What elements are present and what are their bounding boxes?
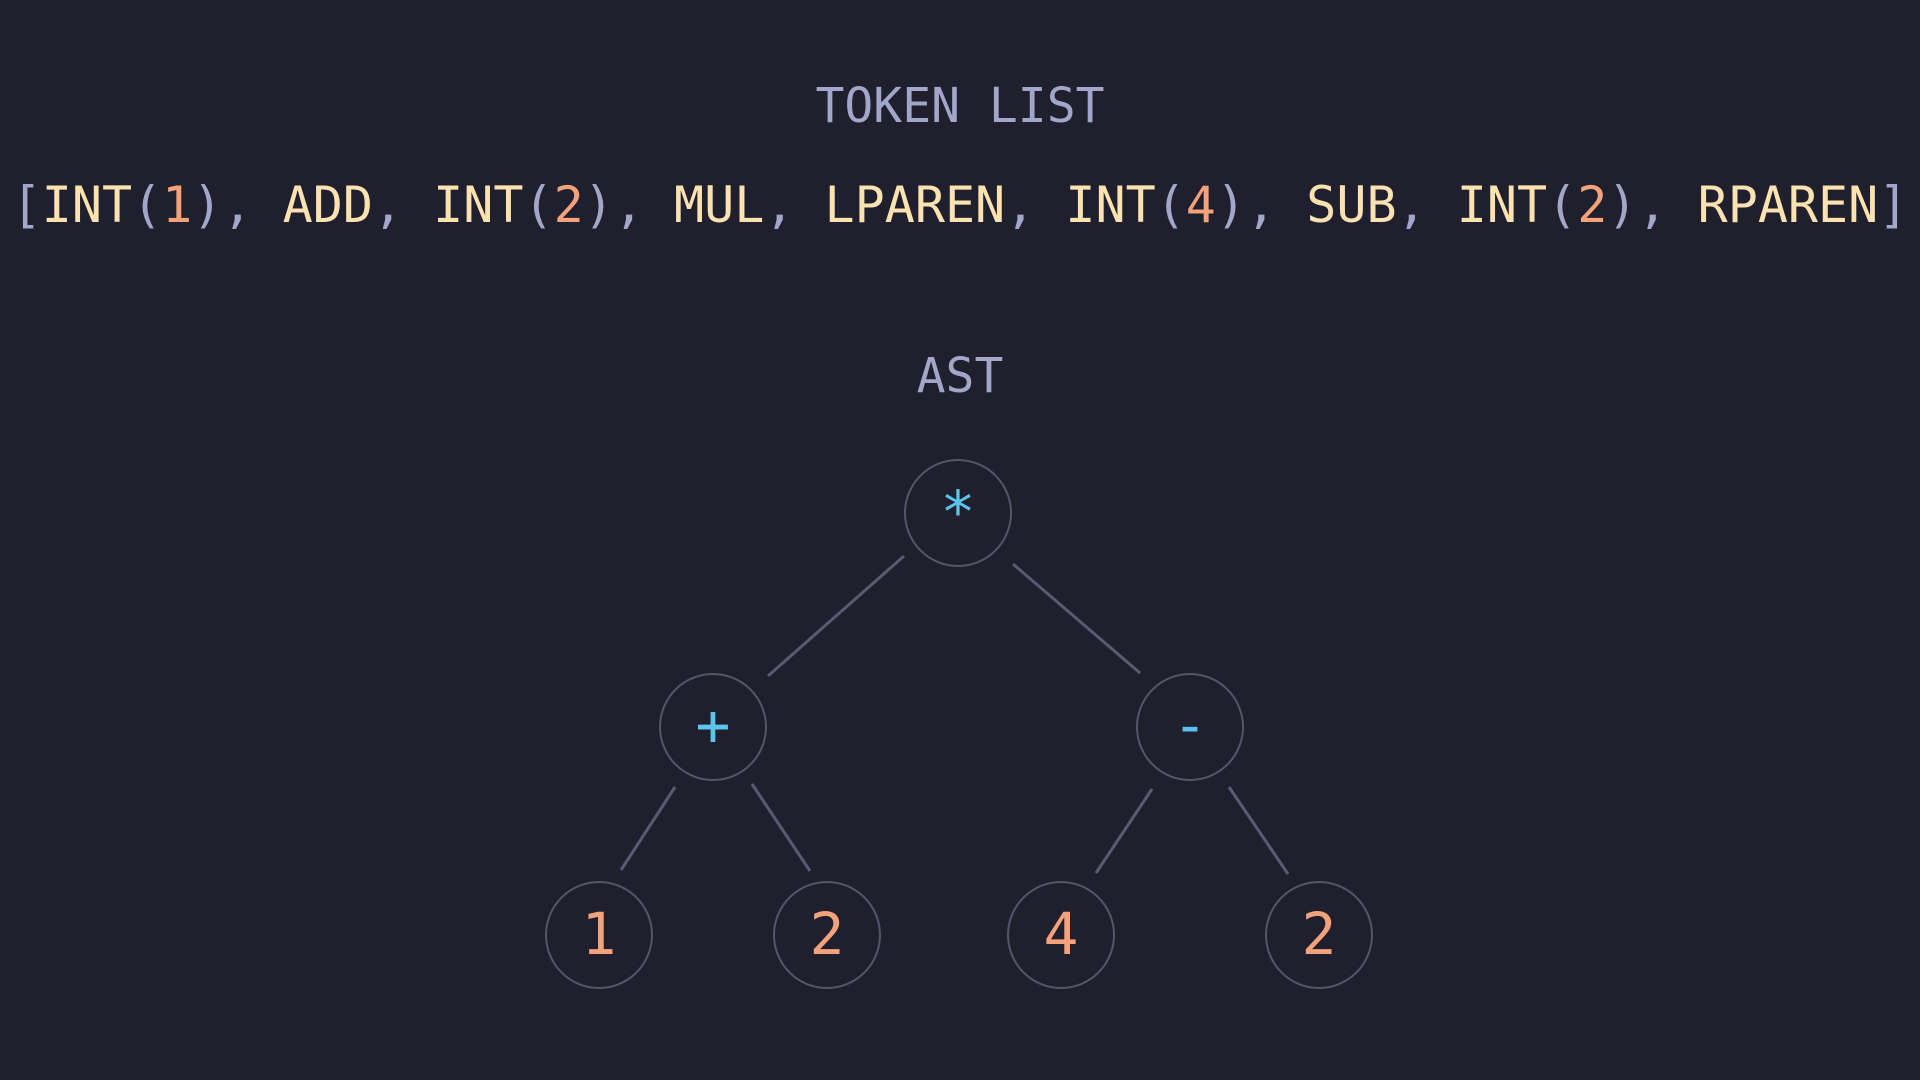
token-list-title: TOKEN LIST xyxy=(815,78,1105,134)
token-separator: , xyxy=(1005,176,1066,234)
token: SUB xyxy=(1306,176,1396,234)
ast-leaf: 2 xyxy=(773,881,881,989)
token: MUL xyxy=(674,176,764,234)
ast-leaf-label: 4 xyxy=(1044,900,1079,968)
token-name: INT xyxy=(1456,176,1548,234)
token: INT(4) xyxy=(1065,176,1246,234)
token-arg: 4 xyxy=(1185,176,1216,234)
ast-leaf: 4 xyxy=(1007,881,1115,989)
token-paren: ( xyxy=(1155,176,1186,234)
ast-node-minus: - xyxy=(1136,673,1244,781)
token-name: LPAREN xyxy=(824,176,1006,234)
token-arg: 1 xyxy=(162,176,193,234)
token-separator: , xyxy=(764,176,825,234)
token-name: MUL xyxy=(674,176,765,234)
edge-root-left xyxy=(767,554,905,678)
token: INT(2) xyxy=(433,176,614,234)
edge-plus-right xyxy=(750,783,812,872)
ast-title: AST xyxy=(916,348,1004,404)
ast-leaf-label: 2 xyxy=(1302,900,1337,968)
token-separator: , xyxy=(613,176,674,234)
token: INT(1) xyxy=(42,176,223,234)
ast-node-root: * xyxy=(904,459,1012,567)
token-name: SUB xyxy=(1306,176,1397,234)
token-paren: ) xyxy=(1215,176,1247,234)
ast-leaf: 1 xyxy=(545,881,653,989)
token-paren: ) xyxy=(583,176,614,234)
token-name: INT xyxy=(433,176,524,234)
token-separator: , xyxy=(222,176,283,234)
token-paren: ( xyxy=(132,176,163,234)
ast-node-root-label: * xyxy=(941,478,976,546)
edge-minus-right xyxy=(1227,786,1290,875)
token-name: INT xyxy=(41,176,133,234)
close-bracket: ] xyxy=(1878,176,1909,234)
open-bracket: [ xyxy=(11,176,42,234)
ast-leaf-label: 2 xyxy=(810,900,845,968)
token-list: [INT(1), ADD, INT(2), MUL, LPAREN, INT(4… xyxy=(0,180,1920,230)
ast-node-plus: + xyxy=(659,673,767,781)
token-separator: , xyxy=(372,176,434,234)
token: RPAREN xyxy=(1698,176,1879,234)
token: LPAREN xyxy=(825,176,1006,234)
ast-node-minus-label: - xyxy=(1173,691,1208,759)
token-arg: 2 xyxy=(553,176,584,234)
token-separator: , xyxy=(1246,176,1307,234)
token-name: RPAREN xyxy=(1697,176,1879,234)
ast-leaf: 2 xyxy=(1265,881,1373,989)
token-paren: ( xyxy=(523,176,554,234)
token-name: INT xyxy=(1065,176,1156,234)
ast-leaf-label: 1 xyxy=(582,900,617,968)
token-arg: 2 xyxy=(1577,176,1608,234)
token: INT(2) xyxy=(1457,176,1638,234)
token-paren: ( xyxy=(1547,176,1578,234)
token-paren: ) xyxy=(192,176,223,234)
token: ADD xyxy=(283,176,373,234)
token-separator: , xyxy=(1396,176,1457,234)
edge-plus-left xyxy=(619,786,677,871)
ast-node-plus-label: + xyxy=(696,691,731,759)
token-separator: , xyxy=(1637,176,1698,234)
token-paren: ) xyxy=(1607,176,1638,234)
edge-root-right xyxy=(1012,562,1141,675)
edge-minus-left xyxy=(1094,788,1154,874)
token-name: ADD xyxy=(282,176,373,234)
